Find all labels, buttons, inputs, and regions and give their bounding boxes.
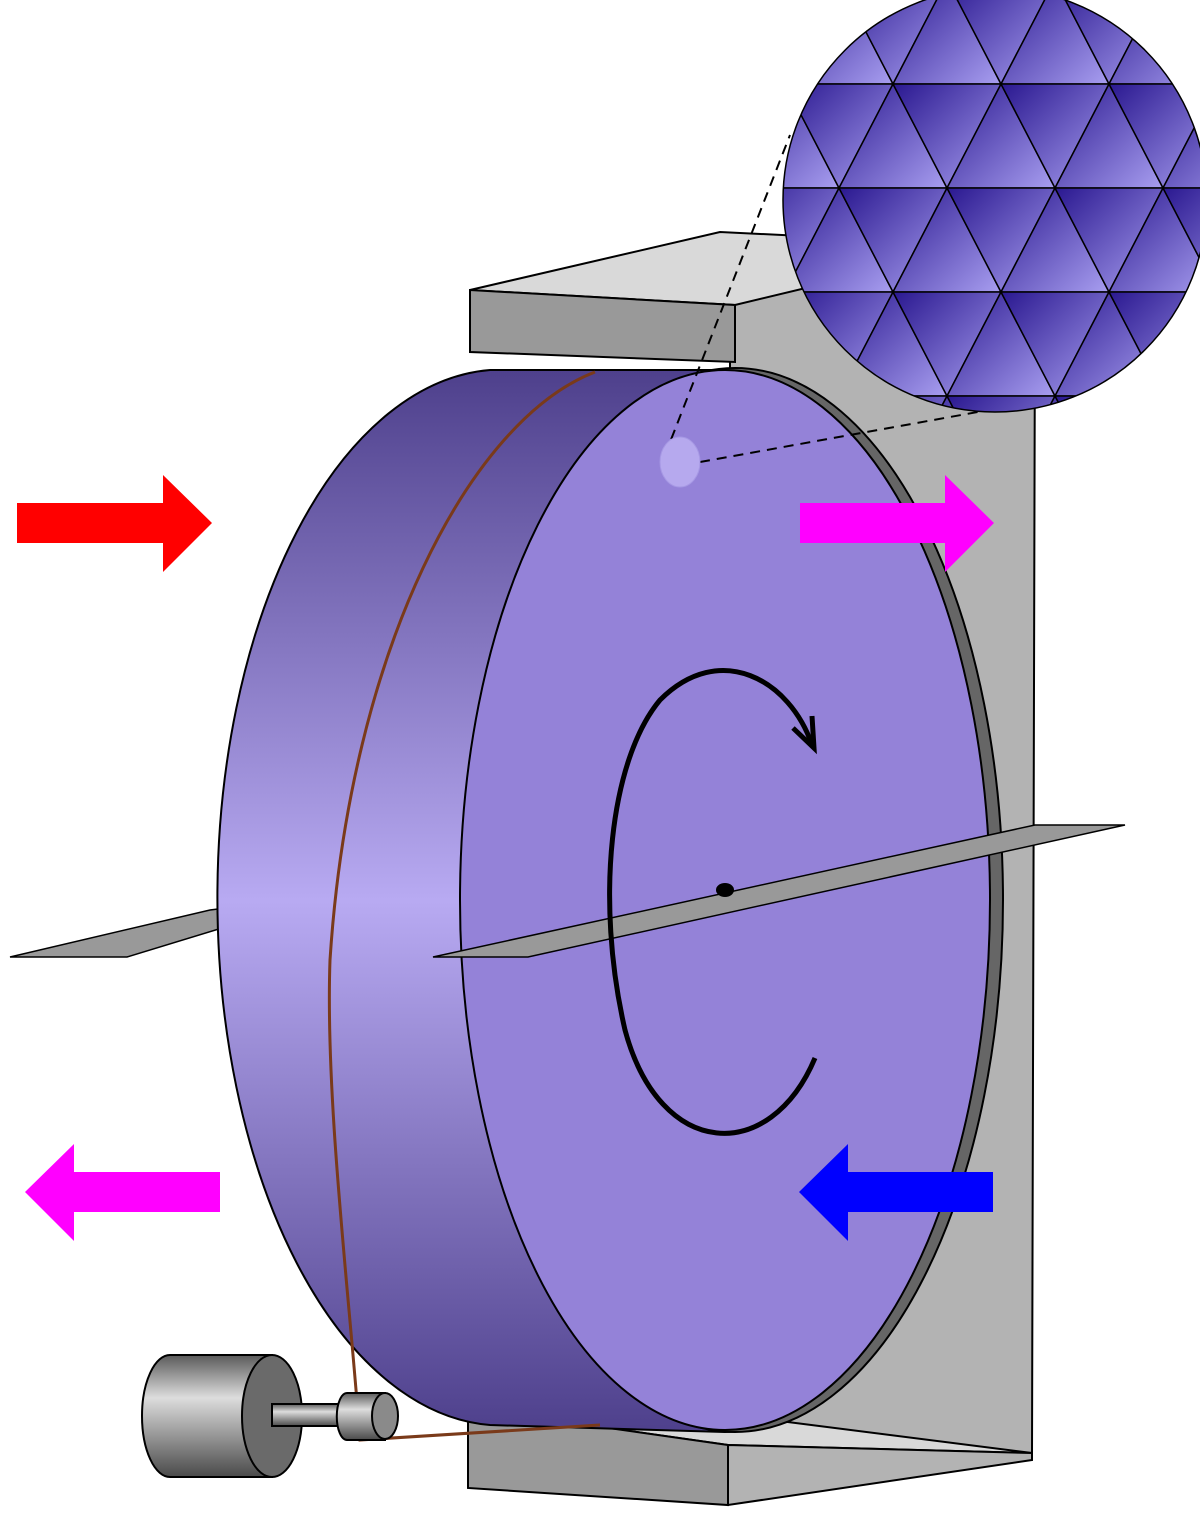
matrix-cell	[1161, 82, 1200, 189]
cold-air-inlet-arrow-icon	[799, 1144, 993, 1241]
matrix-cell	[1161, 187, 1200, 294]
matrix-cell	[1107, 394, 1200, 412]
matrix-cell	[623, 0, 731, 84]
drive-motor-icon	[141, 1354, 399, 1478]
drive-belt	[327, 370, 601, 1442]
right-partition-plate	[432, 824, 1126, 958]
zoom-source-spot	[659, 436, 701, 488]
matrix-cell	[945, 395, 1057, 412]
rotation-arc	[607, 668, 818, 1136]
matrix-cell	[1053, 395, 1165, 412]
matrix-cell	[783, 0, 787, 85]
matrix-cell	[1161, 0, 1200, 86]
clockwise-rotation-icon	[607, 668, 818, 1136]
matrix-cell	[1109, 500, 1200, 604]
bottom-ledge-side-face	[727, 1443, 1033, 1507]
matrix-cell	[1055, 500, 1163, 604]
magnified-matrix-detail	[569, 0, 1200, 604]
top-ledge-front-face	[469, 288, 736, 364]
supply-air-outlet-arrow-icon	[800, 475, 994, 572]
exhaust-air-outlet-arrow-icon	[25, 1144, 220, 1241]
matrix-cell	[783, 83, 787, 190]
matrix-cell	[623, 84, 731, 188]
rotation-arrowhead	[791, 715, 817, 755]
matrix-cell	[1163, 500, 1200, 604]
matrix-cell	[783, 0, 841, 86]
matrix-cell	[569, 0, 677, 84]
matrix-cell	[1161, 395, 1200, 412]
hot-air-inlet-arrow-icon	[17, 475, 212, 572]
wheel-hub	[716, 883, 734, 897]
zoom-leader-line	[664, 134, 791, 456]
